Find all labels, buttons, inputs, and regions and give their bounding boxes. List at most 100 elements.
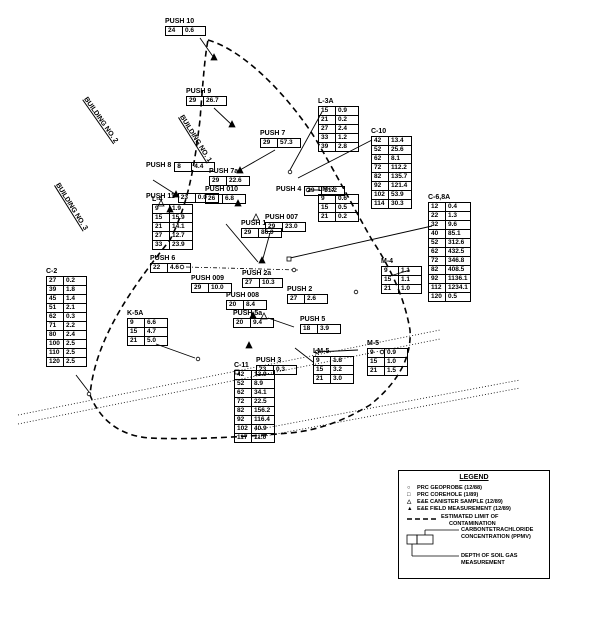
concentration-cell: 0.5 bbox=[335, 203, 359, 213]
depth-cell: 21 bbox=[313, 374, 331, 384]
depth-cell: 9 bbox=[313, 356, 331, 366]
depth-cell: 21 bbox=[367, 366, 385, 376]
site-label: LM-3 bbox=[318, 186, 335, 193]
depth-cell: 9 bbox=[367, 348, 385, 358]
legend-conc-label: CARBONTETRACHLORIDE bbox=[461, 527, 534, 533]
depth-cell: 120 bbox=[428, 292, 446, 302]
site-label: M-5 bbox=[367, 340, 380, 347]
concentration-cell: 34.1 bbox=[251, 388, 275, 398]
depth-cell: 92 bbox=[428, 274, 446, 284]
site-label: PUSH 7 bbox=[260, 130, 286, 137]
concentration-cell: 1.8 bbox=[330, 356, 354, 366]
concentration-cell: 1234.1 bbox=[445, 283, 471, 293]
depth-cell: 24 bbox=[165, 26, 183, 36]
depth-cell: 8 bbox=[174, 162, 193, 172]
concentration-cell: 0.9 bbox=[335, 106, 359, 116]
site-label: PUSH 5a bbox=[233, 310, 263, 317]
concentration-cell: 1.9 bbox=[169, 204, 193, 214]
site-label: PUSH 3 bbox=[256, 357, 282, 364]
depth-cell: 39 bbox=[318, 142, 336, 152]
depth-cell: 72 bbox=[371, 163, 389, 173]
site-label: PUSH 2 bbox=[287, 286, 313, 293]
legend-item: △E&E CANISTER SAMPLE (12/89) bbox=[407, 499, 503, 505]
site-label: PUSH 008 bbox=[226, 292, 260, 299]
legend-depth-label: DEPTH OF SOIL GAS bbox=[461, 553, 518, 559]
legend-conc-label-2: CONCENTRATION (PPMV) bbox=[461, 534, 531, 540]
legend-box-diagram bbox=[406, 529, 459, 557]
depth-cell: 27 bbox=[287, 294, 305, 304]
concentration-cell: 1136.1 bbox=[445, 274, 471, 284]
concentration-cell: 9.6 bbox=[445, 220, 471, 230]
depth-cell: 52 bbox=[428, 238, 446, 248]
concentration-cell: 22.6 bbox=[226, 176, 250, 186]
concentration-cell: 112.2 bbox=[388, 163, 412, 173]
depth-cell: 29 bbox=[265, 222, 283, 232]
open-triangle-icon: △ bbox=[407, 499, 412, 505]
depth-cell: 45 bbox=[46, 294, 64, 304]
site-label: PUSH 5 bbox=[300, 316, 326, 323]
depth-cell: 82 bbox=[428, 265, 446, 275]
concentration-cell: 0.3 bbox=[273, 365, 297, 375]
concentration-cell: 346.8 bbox=[445, 256, 471, 266]
depth-cell: 21 bbox=[381, 284, 399, 294]
depth-cell: 15 bbox=[367, 357, 385, 367]
site-label: PUSH 7a bbox=[209, 168, 239, 175]
site-label: PUSH 10 bbox=[165, 18, 195, 25]
site-label: C-6,8A bbox=[428, 194, 451, 201]
concentration-cell: 0.3 bbox=[63, 312, 87, 322]
site-label: PUSH 1 bbox=[241, 220, 267, 227]
depth-cell: 29 bbox=[260, 138, 278, 148]
concentration-cell: 22.5 bbox=[251, 397, 275, 407]
legend: LEGEND ○PRC GEOPROBE (12/88) □PRC COREHO… bbox=[398, 470, 550, 579]
concentration-cell: 1.0 bbox=[384, 357, 408, 367]
concentration-cell: 0.2 bbox=[63, 276, 87, 286]
site-label: PUSH 4 bbox=[276, 186, 302, 193]
depth-cell: 29 bbox=[241, 228, 259, 238]
depth-cell: 62 bbox=[371, 154, 389, 164]
depth-cell: 21 bbox=[318, 115, 336, 125]
depth-cell: 22 bbox=[150, 263, 168, 273]
depth-cell: 29 bbox=[186, 96, 204, 106]
depth-cell: 100 bbox=[46, 339, 64, 349]
concentration-cell: 0.0 bbox=[194, 193, 219, 203]
